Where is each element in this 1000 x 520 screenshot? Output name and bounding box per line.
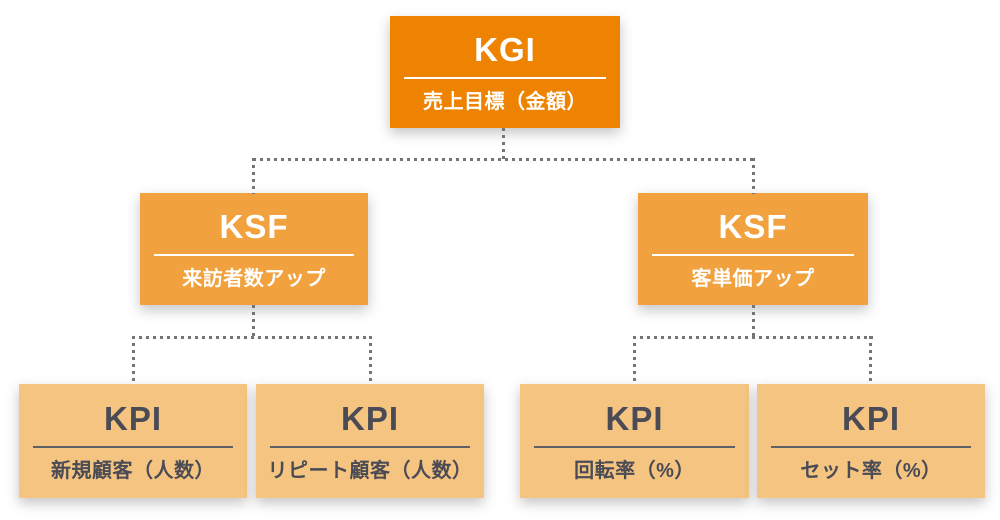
ksf-node-spend: KSF 客単価アップ [638, 193, 868, 305]
kpi-2-label: KPI [340, 399, 399, 437]
kpi-1-sublabel: 新規顧客（人数） [51, 459, 215, 482]
kpi-node-set-rate: KPI セット率（%） [757, 384, 985, 498]
ksf-left-label: KSF [219, 207, 289, 245]
kpi-4-divider [770, 445, 972, 448]
connector-ksf-left-stub [252, 305, 255, 338]
ksf-right-label: KSF [718, 207, 788, 245]
connector-kpi-1-drop [132, 336, 135, 384]
kpi-1-divider [32, 445, 234, 448]
kpi-1-label: KPI [103, 399, 162, 437]
connector-kpi-4-drop [869, 336, 872, 384]
ksf-left-divider [153, 253, 355, 256]
kpi-3-sublabel: 回転率（%） [574, 459, 695, 482]
connector-kpi-3-drop [633, 336, 636, 384]
kpi-2-divider [269, 445, 471, 448]
kpi-node-repeat-customers: KPI リピート顧客（人数） [256, 384, 484, 498]
connector-ksf-right-stub [752, 305, 755, 338]
ksf-right-divider [651, 253, 855, 256]
connector-kgi-stub [502, 128, 505, 161]
connector-right-horizontal [633, 336, 873, 339]
ksf-node-visitors: KSF 来訪者数アップ [140, 193, 368, 305]
ksf-right-sublabel: 客単価アップ [691, 267, 815, 290]
kgi-sublabel: 売上目標（金額） [423, 90, 587, 113]
kgi-label: KGI [474, 30, 536, 68]
kpi-node-new-customers: KPI 新規顧客（人数） [19, 384, 247, 498]
kpi-3-divider [533, 445, 736, 448]
connector-kpi-2-drop [369, 336, 372, 384]
connector-ksf-left-drop [252, 158, 255, 194]
kgi-node: KGI 売上目標（金額） [390, 16, 620, 128]
kpi-3-label: KPI [605, 399, 664, 437]
kpi-4-sublabel: セット率（%） [800, 459, 942, 482]
kpi-node-turnover-rate: KPI 回転率（%） [520, 384, 749, 498]
connector-top-horizontal [253, 158, 755, 161]
connector-ksf-right-drop [752, 158, 755, 194]
kpi-2-sublabel: リピート顧客（人数） [267, 459, 473, 482]
kpi-4-label: KPI [841, 399, 900, 437]
ksf-left-sublabel: 来訪者数アップ [182, 267, 326, 290]
kgi-divider [403, 76, 607, 79]
connector-left-horizontal [132, 336, 372, 339]
